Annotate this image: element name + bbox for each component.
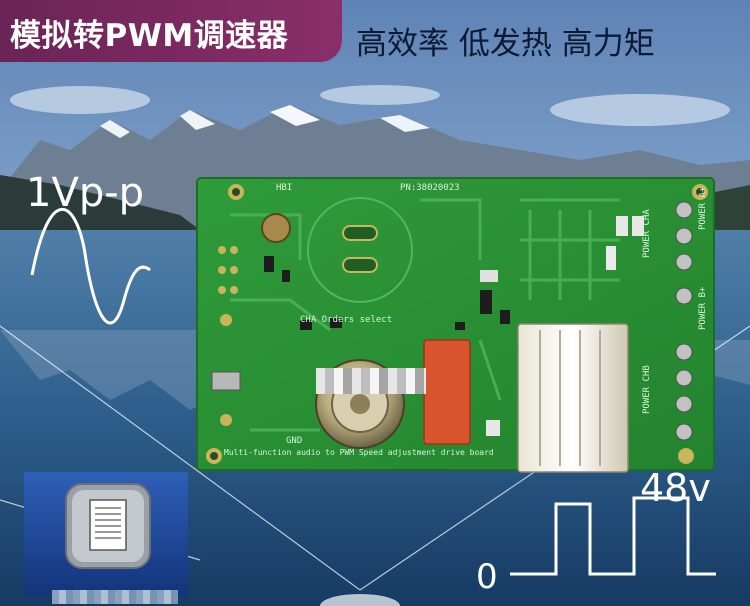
document-icon: [89, 499, 127, 551]
title-badge: [0, 0, 342, 62]
board-pn: PN:38020023: [400, 183, 460, 193]
board-power-label-3: POWER A+: [698, 186, 708, 230]
pcb-board: [196, 177, 715, 473]
pwm-low-label: 0: [476, 557, 498, 597]
board-power-label-1: POWER CHA: [642, 209, 652, 258]
board-gnd: GND: [286, 436, 303, 446]
pwm-wave-icon: [510, 496, 716, 576]
slogan: 高效率 低发热 高力矩: [356, 26, 655, 62]
board-top-label: HBI: [276, 183, 293, 193]
board-bottom-text: Multi-function audio to PWM Speed adjust…: [224, 448, 494, 457]
blurred-caption: [52, 590, 178, 604]
pwm-high-label: 48v: [640, 466, 711, 510]
sine-amplitude-label: 1Vp-p: [26, 170, 145, 216]
blurred-watermark: [316, 368, 426, 394]
board-power-label-4: POWER B+: [698, 286, 708, 330]
board-select-label: CHA Orders select: [300, 315, 393, 325]
app-icon-tile: [24, 472, 188, 596]
board-power-label-2: POWER CHB: [642, 365, 652, 414]
page-title: 模拟转PWM调速器: [10, 18, 289, 54]
sine-wave-icon: [30, 207, 151, 325]
